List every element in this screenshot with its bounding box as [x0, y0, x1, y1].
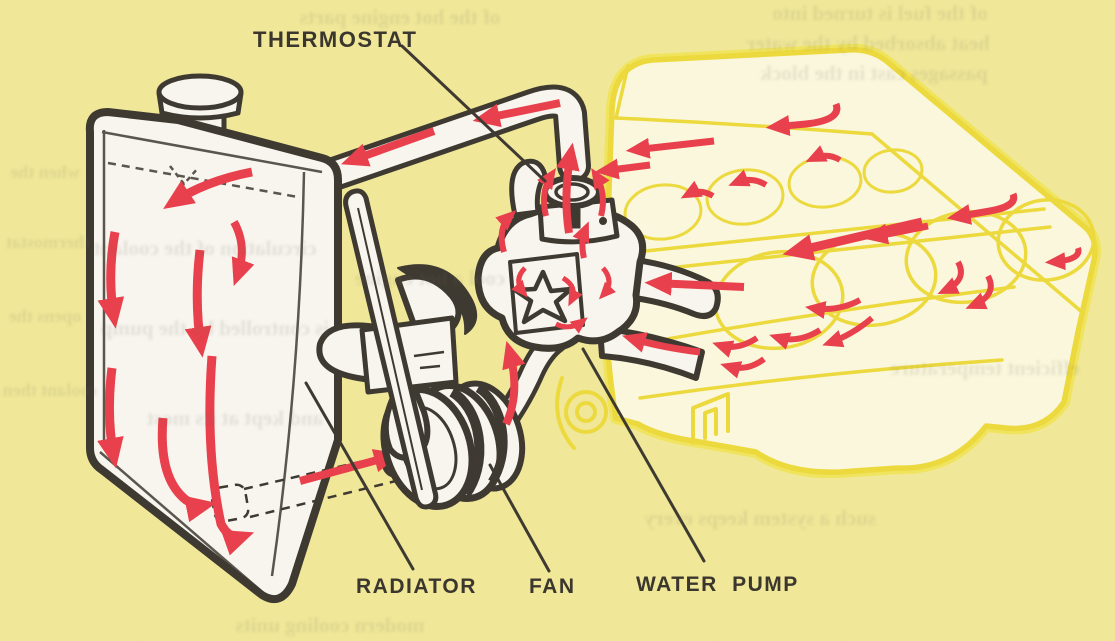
crankshaft-snout-ghost: [555, 376, 608, 450]
bleed-line: when the: [10, 162, 80, 182]
bleed-line: is controlled by the pump: [101, 316, 329, 340]
water-pump-label: WATER PUMP: [636, 573, 799, 596]
bleed-line: cool a hot engine: [355, 266, 505, 290]
far-bank-cylinders: [623, 148, 924, 241]
engine-coolant-flow-arrows: [594, 102, 1082, 379]
bleed-line: coolant then: [3, 380, 98, 400]
radiator-seams: [99, 130, 323, 591]
fan-leader-line: [488, 463, 551, 573]
thermostat-leader-line: [400, 44, 547, 183]
fan: [316, 188, 478, 510]
bleed-line: heat absorbed by the water: [746, 31, 990, 55]
upper-hose-flow-arrows: [341, 99, 561, 167]
bleed-line: of the fuel is turned into: [772, 1, 987, 25]
fan-label: FAN: [529, 575, 576, 598]
thermostat: [542, 175, 602, 209]
bleed-line: efficient temperature: [890, 356, 1079, 380]
fan-blade-groove: [357, 207, 423, 491]
bleed-line: of the hot engine parts: [300, 5, 501, 29]
bleed-line: and kept at its most: [147, 406, 323, 430]
lower-hose-flow-arrow: [298, 449, 402, 485]
bleed-line: thermostat: [6, 232, 90, 252]
thermostat-label: THERMOSTAT: [253, 27, 418, 52]
engine-seam-lines: [614, 64, 1084, 470]
bleed-line: opens the: [9, 306, 82, 326]
bleed-line: circulation of the coolant: [93, 236, 316, 260]
water-pump-leader-line: [581, 347, 706, 563]
bleedthrough-text: of the fuel is turned into heat absorbed…: [3, 1, 1080, 637]
bleed-line: such a system keeps every: [643, 506, 876, 530]
pump-inlet-flow-arrow: [502, 340, 526, 426]
engine-mount-bracket: [691, 392, 730, 445]
pump-flow-arrows: [495, 142, 745, 356]
radiator-flow-arrows: [97, 167, 255, 556]
housing-bolt: [599, 217, 607, 225]
radiator-label: RADIATOR: [356, 575, 477, 598]
bleed-line: passages cast in the block: [760, 61, 988, 85]
radiator-leader-line: [304, 381, 415, 571]
bleed-line: modern cooling units: [235, 613, 424, 637]
